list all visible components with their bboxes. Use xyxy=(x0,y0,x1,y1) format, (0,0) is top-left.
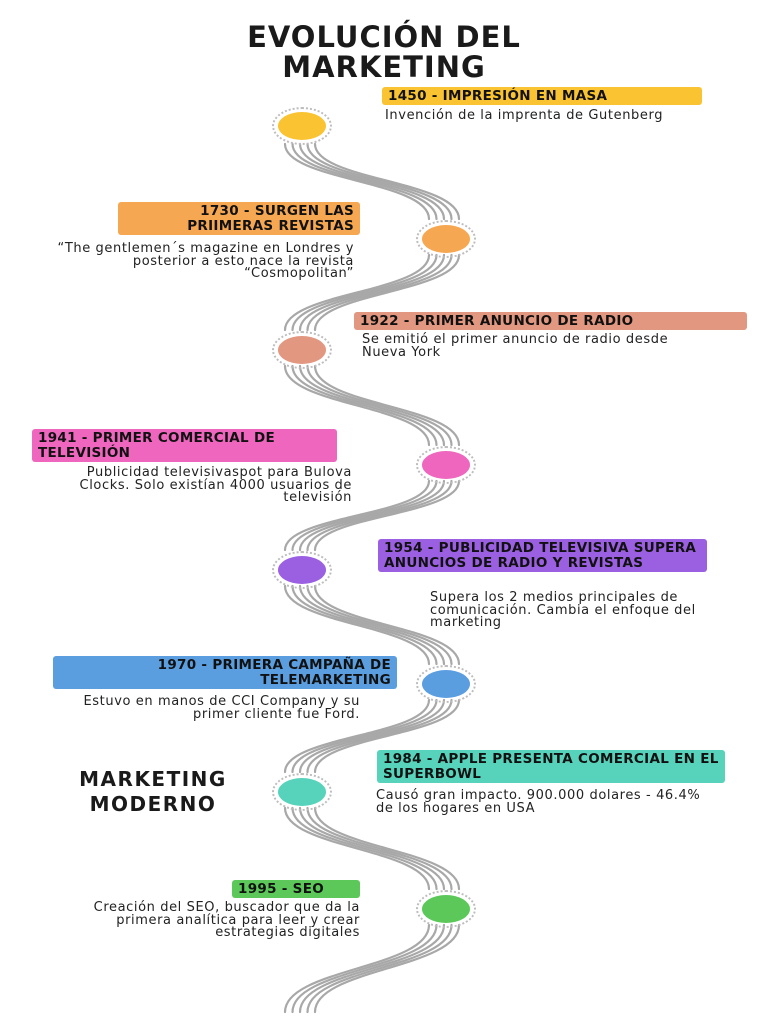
event-description-1922: Se emitió el primer anuncio de radio des… xyxy=(362,332,669,360)
event-description-1995: Creación del SEO, buscador que da la pri… xyxy=(93,900,360,940)
event-label-1450: 1450 - IMPRESIÓN EN MASA xyxy=(382,87,702,105)
event-label-1995: 1995 - SEO xyxy=(232,880,360,898)
timeline-node-1922 xyxy=(272,331,332,369)
event-label-1984: 1984 - APPLE PRESENTA COMERCIAL EN EL SU… xyxy=(377,750,725,783)
timeline-dot xyxy=(422,225,470,253)
event-description-1954: Supera los 2 medios principales de comun… xyxy=(430,590,696,630)
event-label-1970: 1970 - PRIMERA CAMPAÑA DE TELEMARKETING xyxy=(53,656,397,689)
timeline-node-1995 xyxy=(416,890,476,928)
section-label-modern-marketing: MARKETING MODERNO xyxy=(79,767,227,816)
page-title: EVOLUCIÓN DEL MARKETING xyxy=(247,20,521,84)
timeline-dot xyxy=(422,895,470,923)
timeline-node-1970 xyxy=(416,665,476,703)
timeline-dot xyxy=(422,670,470,698)
event-description-1730: “The gentlemen´s magazine en Londres y p… xyxy=(57,241,354,281)
timeline-node-1450 xyxy=(272,107,332,145)
event-label-1954: 1954 - PUBLICIDAD TELEVISIVA SUPERA ANUN… xyxy=(378,539,707,572)
event-description-1450: Invención de la imprenta de Gutenberg xyxy=(385,108,664,123)
event-description-1970: Estuvo en manos de CCI Company y su prim… xyxy=(83,694,360,722)
timeline-dot xyxy=(278,112,326,140)
event-label-1941: 1941 - PRIMER COMERCIAL DE TELEVISIÓN xyxy=(32,429,337,462)
timeline-dot xyxy=(278,556,326,584)
event-description-1984: Causó gran impacto. 900.000 dolares - 46… xyxy=(376,788,701,816)
timeline-dot xyxy=(278,778,326,806)
timeline-node-1941 xyxy=(416,446,476,484)
event-label-1730: 1730 - SURGEN LAS PRIIMERAS REVISTAS xyxy=(118,202,360,235)
timeline-dot xyxy=(278,336,326,364)
timeline-dot xyxy=(422,451,470,479)
event-label-1922: 1922 - PRIMER ANUNCIO DE RADIO xyxy=(354,312,747,330)
timeline-node-1954 xyxy=(272,551,332,589)
timeline-node-1730 xyxy=(416,220,476,258)
event-description-1941: Publicidad televisivaspot para Bulova Cl… xyxy=(79,465,352,505)
timeline-node-1984 xyxy=(272,773,332,811)
